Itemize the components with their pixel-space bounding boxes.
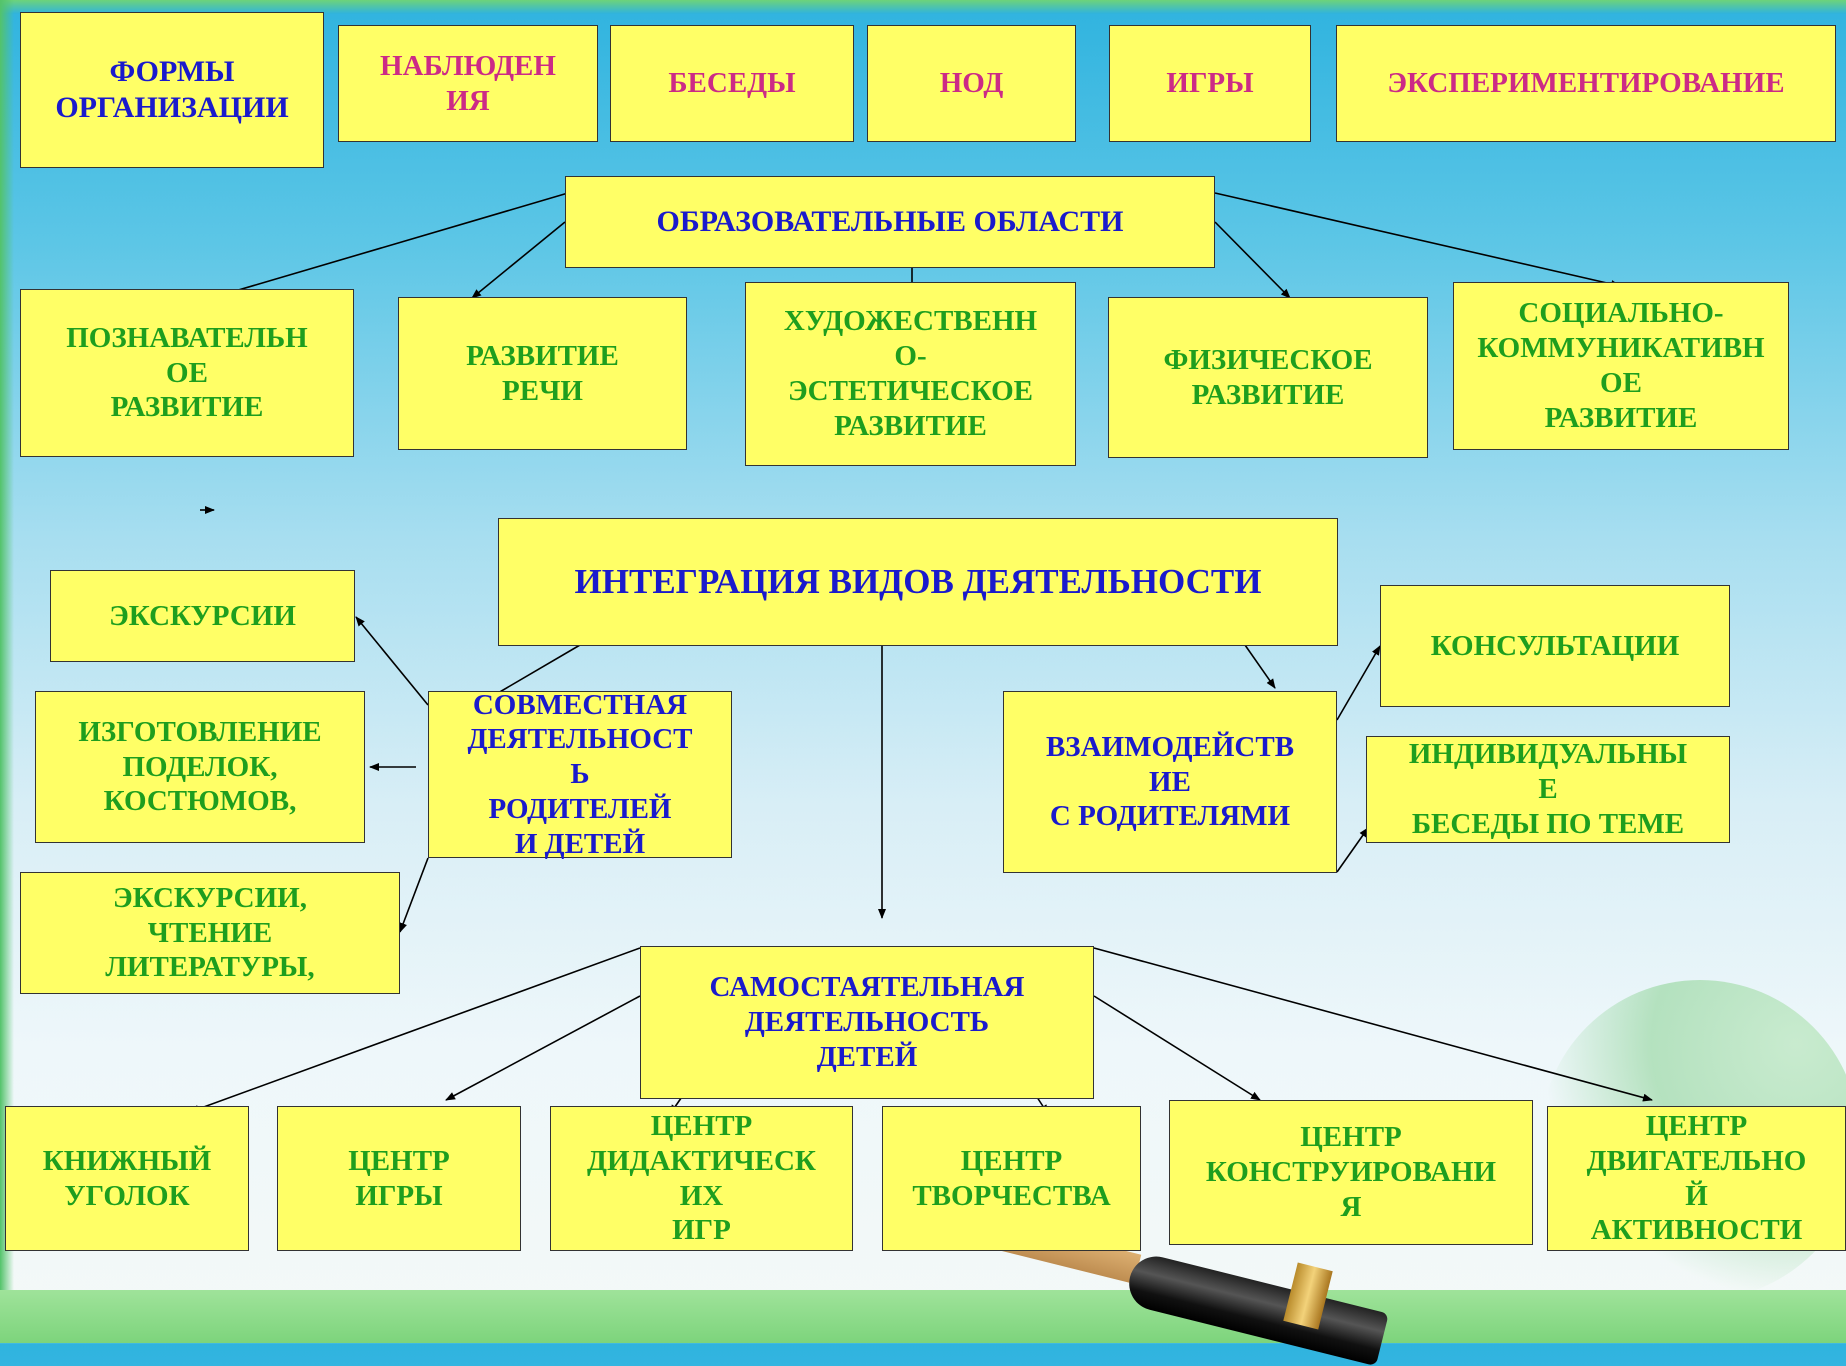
arrow-integration-to-parents bbox=[1244, 644, 1276, 689]
independent-activity-title: САМОСТАЯТЕЛЬНАЯ ДЕЯТЕЛЬНОСТЬ ДЕТЕЙ bbox=[709, 971, 1025, 1073]
center-label: ЦЕНТР ТВОРЧЕСТВА bbox=[912, 1144, 1111, 1212]
edu-areas-title: ОБРАЗОВАТЕЛЬНЫЕ ОБЛАСТИ bbox=[656, 205, 1124, 238]
center-label: ЦЕНТР ДИДАКТИЧЕСК ИХ ИГР bbox=[587, 1109, 816, 1247]
arrow-joint-to-reading bbox=[399, 857, 429, 933]
parents-item-consultations: КОНСУЛЬТАЦИИ bbox=[1380, 585, 1730, 707]
parents-item-label: ИНДИВИДУАЛЬНЫ Е БЕСЕДЫ ПО ТЕМЕ bbox=[1408, 738, 1688, 840]
integration-box: ИНТЕГРАЦИЯ ВИДОВ ДЕЯТЕЛЬНОСТИ bbox=[498, 518, 1338, 646]
parents-item-talks: ИНДИВИДУАЛЬНЫ Е БЕСЕДЫ ПО ТЕМЕ bbox=[1366, 736, 1730, 843]
form-item-experimenting: ЭКСПЕРИМЕНТИРОВАНИЕ bbox=[1336, 25, 1836, 142]
arrow-edu-to-speech bbox=[471, 221, 566, 299]
edu-area-cognitive: ПОЗНАВАТЕЛЬН ОЕ РАЗВИТИЕ bbox=[20, 289, 354, 457]
arrow-indep-to-games bbox=[445, 995, 641, 1101]
edu-area-speech: РАЗВИТИЕ РЕЧИ bbox=[398, 297, 687, 450]
arrow-indep-to-construction bbox=[1093, 995, 1261, 1101]
edu-area-label: ХУДОЖЕСТВЕНН О- ЭСТЕТИЧЕСКОЕ РАЗВИТИЕ bbox=[783, 305, 1038, 442]
arrow-parents-to-consult bbox=[1336, 645, 1381, 721]
form-item-label: БЕСЕДЫ bbox=[668, 67, 796, 100]
joint-item-label: ИЗГОТОВЛЕНИЕ ПОДЕЛОК, КОСТЮМОВ, bbox=[78, 715, 322, 818]
integration-title: ИНТЕГРАЦИЯ ВИДОВ ДЕЯТЕЛЬНОСТИ bbox=[574, 562, 1262, 601]
parents-item-label: КОНСУЛЬТАЦИИ bbox=[1430, 629, 1680, 662]
arrow-edu-to-social bbox=[1214, 192, 1621, 288]
form-item-label: ЭКСПЕРИМЕНТИРОВАНИЕ bbox=[1387, 67, 1785, 100]
arrow-integration-to-joint bbox=[485, 644, 581, 701]
edu-area-physical: ФИЗИЧЕСКОЕ РАЗВИТИЕ bbox=[1108, 297, 1428, 458]
joint-activity-box: СОВМЕСТНАЯ ДЕЯТЕЛЬНОСТ Ь РОДИТЕЛЕЙ И ДЕТ… bbox=[428, 689, 732, 860]
arrow-joint-to-excursions bbox=[355, 616, 429, 706]
joint-activity-title: СОВМЕСТНАЯ ДЕЯТЕЛЬНОСТ Ь РОДИТЕЛЕЙ И ДЕТ… bbox=[467, 688, 693, 860]
edu-area-art: ХУДОЖЕСТВЕНН О- ЭСТЕТИЧЕСКОЕ РАЗВИТИЕ bbox=[745, 282, 1076, 466]
floor-strip bbox=[0, 1290, 1846, 1343]
form-item-label: ИГРЫ bbox=[1166, 67, 1254, 100]
form-item-conversations: БЕСЕДЫ bbox=[610, 25, 854, 142]
arrow-edu-to-physical bbox=[1214, 221, 1291, 299]
center-books: КНИЖНЫЙ УГОЛОК bbox=[5, 1106, 249, 1251]
edu-area-social: СОЦИАЛЬНО- КОММУНИКАТИВН ОЕ РАЗВИТИЕ bbox=[1453, 282, 1789, 450]
frame-left-border bbox=[0, 0, 14, 1343]
arrow-indep-to-motor bbox=[1093, 947, 1653, 1102]
joint-item-label: ЭКСКУРСИИ, ЧТЕНИЕ ЛИТЕРАТУРЫ, bbox=[105, 881, 315, 984]
center-label: ЦЕНТР КОНСТРУИРОВАНИ Я bbox=[1205, 1121, 1497, 1223]
center-creativity: ЦЕНТР ТВОРЧЕСТВА bbox=[882, 1106, 1141, 1251]
center-label: ЦЕНТР ИГРЫ bbox=[348, 1144, 450, 1212]
joint-item-label: ЭКСКУРСИИ bbox=[109, 599, 296, 632]
arrow-edu-to-cognitive bbox=[217, 192, 569, 298]
arrow-parents-to-talks bbox=[1336, 827, 1369, 873]
forms-title-box: ФОРМЫ ОРГАНИЗАЦИИ bbox=[20, 12, 324, 168]
edu-areas-title-box: ОБРАЗОВАТЕЛЬНЫЕ ОБЛАСТИ bbox=[565, 176, 1215, 268]
form-item-nod: НОД bbox=[867, 25, 1076, 142]
joint-item-crafts: ИЗГОТОВЛЕНИЕ ПОДЕЛОК, КОСТЮМОВ, bbox=[35, 691, 365, 843]
frame-top-border bbox=[0, 0, 1846, 14]
parents-interaction-box: ВЗАИМОДЕЙСТВ ИЕ С РОДИТЕЛЯМИ bbox=[1003, 691, 1337, 873]
arrow-indep-to-books bbox=[189, 947, 641, 1113]
center-games: ЦЕНТР ИГРЫ bbox=[277, 1106, 521, 1251]
center-motor-activity: ЦЕНТР ДВИГАТЕЛЬНО Й АКТИВНОСТИ bbox=[1547, 1106, 1846, 1251]
center-construction: ЦЕНТР КОНСТРУИРОВАНИ Я bbox=[1169, 1100, 1533, 1245]
form-item-label: НОД bbox=[939, 67, 1004, 100]
joint-item-excursions: ЭКСКУРСИИ bbox=[50, 570, 355, 662]
forms-title: ФОРМЫ ОРГАНИЗАЦИИ bbox=[55, 55, 289, 124]
center-didactic-games: ЦЕНТР ДИДАКТИЧЕСК ИХ ИГР bbox=[550, 1106, 853, 1251]
edu-area-label: ПОЗНАВАТЕЛЬН ОЕ РАЗВИТИЕ bbox=[66, 321, 308, 424]
form-item-observation: НАБЛЮДЕН ИЯ bbox=[338, 25, 598, 142]
independent-activity-box: САМОСТАЯТЕЛЬНАЯ ДЕЯТЕЛЬНОСТЬ ДЕТЕЙ bbox=[640, 946, 1094, 1099]
form-item-games: ИГРЫ bbox=[1109, 25, 1311, 142]
parents-interaction-title: ВЗАИМОДЕЙСТВ ИЕ С РОДИТЕЛЯМИ bbox=[1045, 730, 1295, 833]
joint-item-reading: ЭКСКУРСИИ, ЧТЕНИЕ ЛИТЕРАТУРЫ, bbox=[20, 872, 400, 994]
center-label: ЦЕНТР ДВИГАТЕЛЬНО Й АКТИВНОСТИ bbox=[1586, 1109, 1807, 1247]
edu-area-label: РАЗВИТИЕ РЕЧИ bbox=[466, 339, 619, 407]
center-label: КНИЖНЫЙ УГОЛОК bbox=[42, 1144, 212, 1212]
edu-area-label: СОЦИАЛЬНО- КОММУНИКАТИВН ОЕ РАЗВИТИЕ bbox=[1477, 297, 1765, 434]
form-item-label: НАБЛЮДЕН ИЯ bbox=[380, 49, 556, 117]
edu-area-label: ФИЗИЧЕСКОЕ РАЗВИТИЕ bbox=[1163, 343, 1373, 411]
